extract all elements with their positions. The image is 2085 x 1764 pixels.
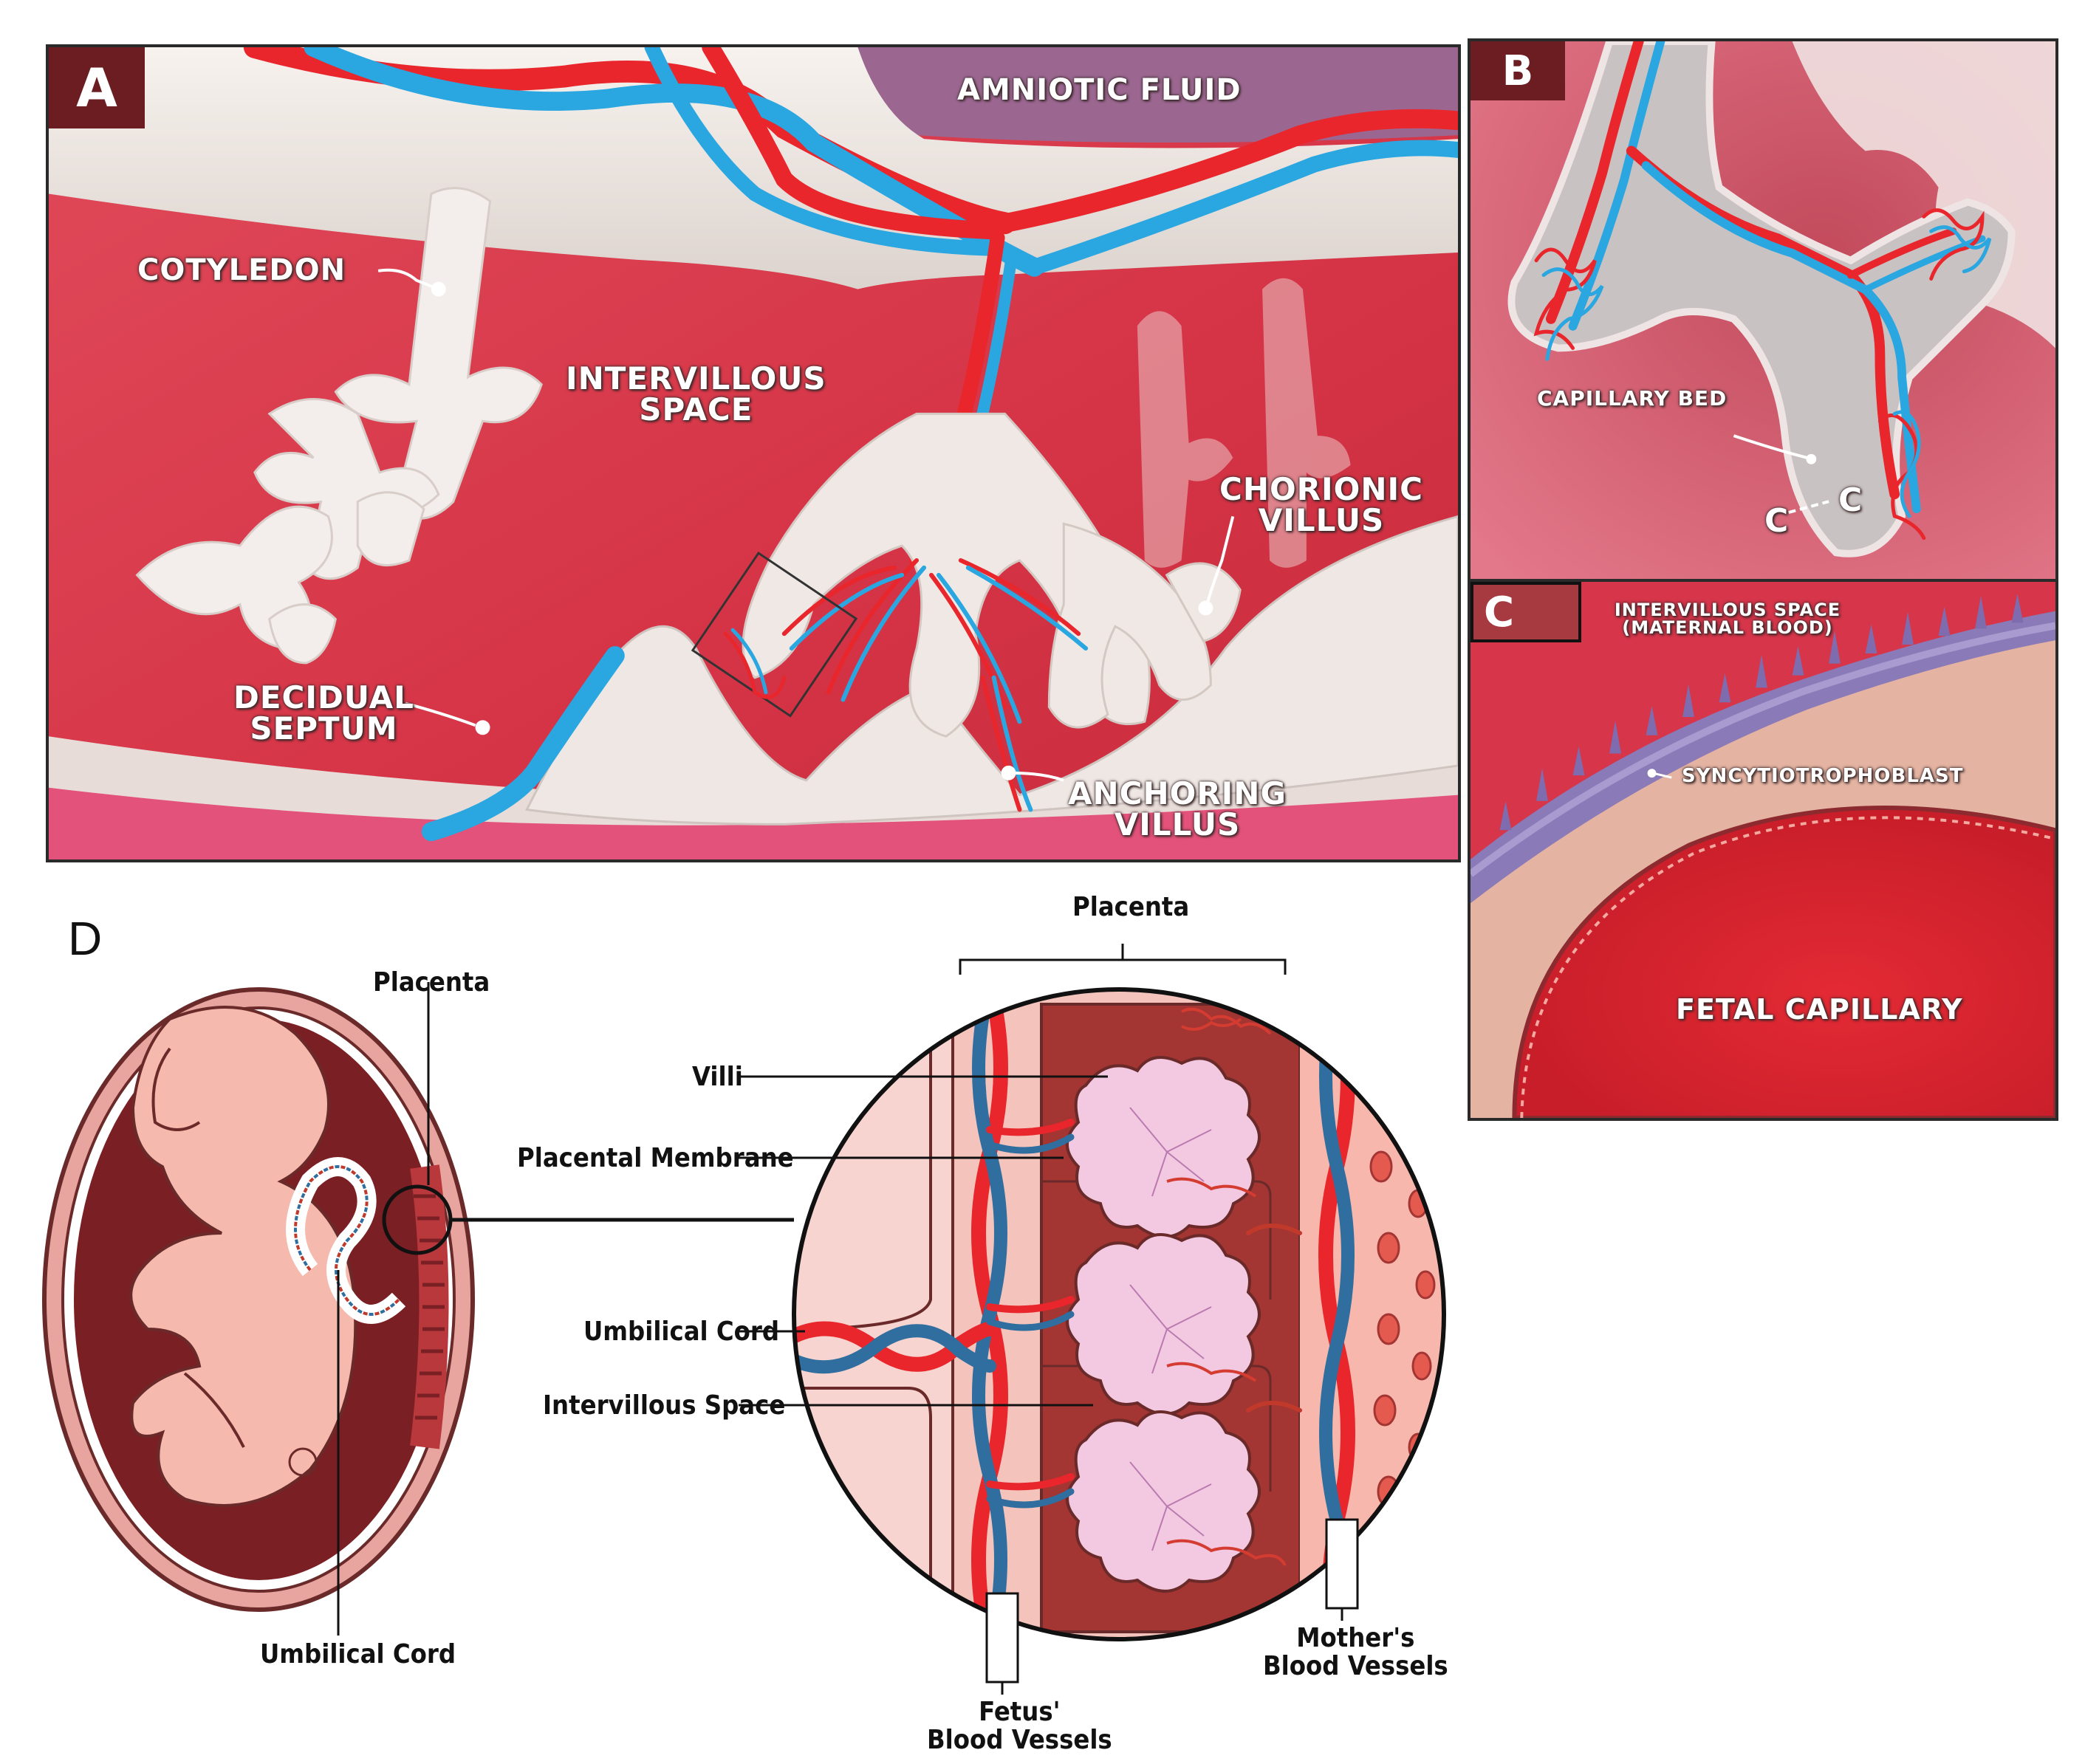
- chorionic-villus-line1: CHORIONIC: [1219, 471, 1423, 507]
- intervillous-space-d-label: Intervillous Space: [543, 1390, 786, 1421]
- panel-a: A AMNIOTIC FLUID COTYLEDON INTERVILLOUS …: [46, 44, 1461, 862]
- placental-membrane-label: Placental Membrane: [517, 1143, 794, 1173]
- intervillous-space-maternal-label: INTERVILLOUS SPACE (MATERNAL BLOOD): [1602, 601, 1853, 636]
- decidual-septum-line2: SEPTUM: [250, 710, 398, 747]
- intervillous-space-label: INTERVILLOUS SPACE: [566, 363, 826, 425]
- anchoring-villus-line2: VILLUS: [1114, 806, 1241, 842]
- fetal-capillary-label: FETAL CAPILLARY: [1676, 993, 1963, 1026]
- amniotic-fluid-label: AMNIOTIC FLUID: [957, 73, 1242, 107]
- mother-blood-vessels-label: Mother's Blood Vessels: [1263, 1624, 1448, 1681]
- panel-d: D Placenta Umbilical Cord Placenta Villi…: [0, 886, 2085, 1764]
- panel-a-illustration: [49, 47, 1458, 859]
- panel-c-illustration: [1471, 582, 2055, 1118]
- anchoring-villus-label: ANCHORING VILLUS: [1068, 778, 1287, 840]
- decidual-septum-line1: DECIDUAL: [233, 679, 414, 715]
- uterus-illustration: [42, 987, 475, 1612]
- chorionic-villus-line2: VILLUS: [1258, 502, 1385, 538]
- panel-a-label: A: [49, 47, 145, 128]
- decidual-septum-label: DECIDUAL SEPTUM: [233, 682, 414, 744]
- syncytiotrophoblast-label: SYNCYTIOTROPHOBLAST: [1682, 765, 1964, 787]
- intervillous-space-line2: SPACE: [639, 391, 753, 428]
- capillary-bed-label: CAPILLARY BED: [1537, 386, 1728, 411]
- villi-label: Villi: [692, 1062, 743, 1092]
- panel-b-label: B: [1471, 41, 1565, 100]
- mother-blood-vessels-line2: Blood Vessels: [1263, 1650, 1448, 1681]
- panel-b-illustration: [1471, 41, 2055, 580]
- intervillous-space-maternal-line2: (MATERNAL BLOOD): [1622, 617, 1833, 638]
- panel-b: B CAPILLARY BED C C: [1468, 38, 2058, 583]
- chorionic-villus-label: CHORIONIC VILLUS: [1219, 474, 1423, 536]
- panel-c: C INTERVILLOUS SPACE (MATERNAL BLOOD) SY…: [1468, 579, 2058, 1121]
- umbilical-cord-label: Umbilical Cord: [583, 1317, 780, 1347]
- section-c-left-label: C: [1764, 502, 1790, 540]
- mother-blood-vessels-line1: Mother's: [1296, 1623, 1415, 1653]
- panel-d-label: D: [68, 912, 103, 965]
- panel-d-illustration: [42, 944, 1446, 1695]
- placenta-bracket-label: Placenta: [1072, 892, 1190, 922]
- fetus-blood-vessels-label: Fetus' Blood Vessels: [927, 1698, 1112, 1754]
- fetus-blood-vessels-line2: Blood Vessels: [927, 1724, 1112, 1755]
- panel-c-label: C: [1471, 582, 1581, 642]
- intervillous-space-maternal-line1: INTERVILLOUS SPACE: [1614, 600, 1841, 620]
- anchoring-villus-line1: ANCHORING: [1068, 775, 1287, 811]
- intervillous-space-line1: INTERVILLOUS: [566, 360, 826, 397]
- umbilical-cord-small-label: Umbilical Cord: [260, 1639, 456, 1669]
- section-c-right-label: C: [1838, 481, 1863, 519]
- cotyledon-label: COTYLEDON: [137, 253, 346, 287]
- placenta-small-label: Placenta: [373, 967, 490, 998]
- fetus-blood-vessels-line1: Fetus': [979, 1697, 1061, 1727]
